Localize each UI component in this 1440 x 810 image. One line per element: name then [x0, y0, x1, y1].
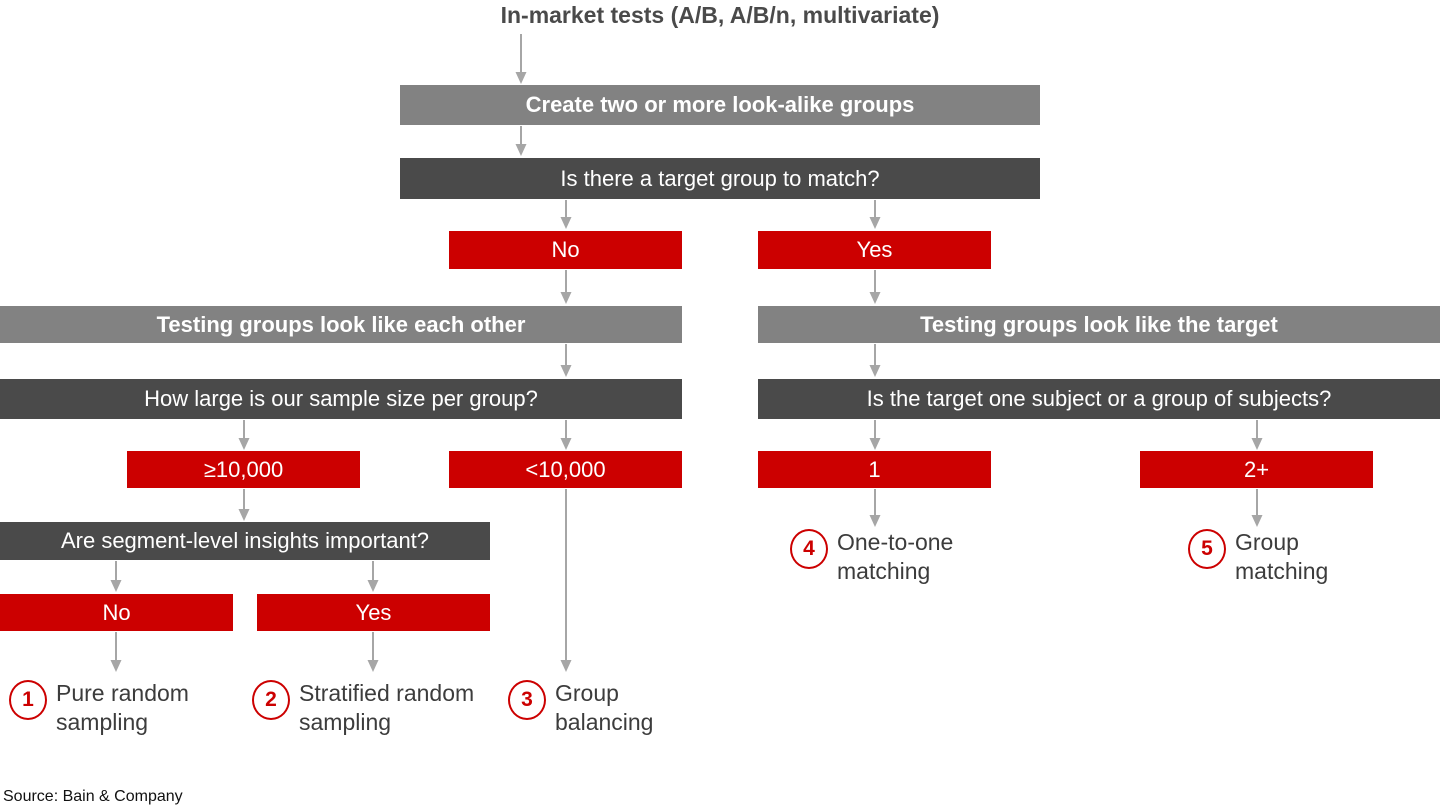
node-target-two-plus[interactable]: 2+: [1140, 451, 1373, 488]
arrow-target-subject-to-one: [868, 420, 882, 452]
arrow-one-to-outcome-4: [868, 489, 882, 529]
arrow-title-to-create-groups: [514, 34, 528, 86]
node-target-one[interactable]: 1: [758, 451, 991, 488]
outcome-number-badge: 1: [9, 680, 47, 720]
page-title: In-market tests (A/B, A/B/n, multivariat…: [500, 2, 940, 28]
arrow-two-plus-to-outcome-5: [1250, 489, 1264, 529]
arrow-no-to-outcome-1: [109, 632, 123, 674]
outcome-number-badge: 4: [790, 529, 828, 569]
arrow-yes-to-look-like-target: [868, 270, 882, 306]
node-create-groups[interactable]: Create two or more look-alike groups: [400, 85, 1040, 125]
arrow-ge-10000-to-segment-insights: [237, 489, 251, 523]
node-answer-no-bottom[interactable]: No: [0, 594, 233, 631]
arrow-sample-size-to-lt-10000: [559, 420, 573, 452]
arrow-look-like-target-to-target-subject: [868, 344, 882, 379]
arrow-segment-insights-to-no: [109, 561, 123, 594]
arrow-lt-10000-to-outcome-3: [559, 489, 573, 674]
node-answer-no-top[interactable]: No: [449, 231, 682, 269]
arrow-no-to-look-like-each-other: [559, 270, 573, 306]
node-segment-insights-question[interactable]: Are segment-level insights important?: [0, 522, 490, 560]
arrow-sample-size-to-ge-10000: [237, 420, 251, 452]
arrow-target-subject-to-two-plus: [1250, 420, 1264, 452]
outcome-3[interactable]: 3 Group balancing: [508, 679, 653, 738]
arrow-look-like-each-other-to-sample-size: [559, 344, 573, 379]
node-sample-ge-10000[interactable]: ≥10,000: [127, 451, 360, 488]
outcome-2[interactable]: 2 Stratified random sampling: [252, 679, 474, 738]
arrow-target-question-to-yes: [868, 200, 882, 231]
arrow-yes-to-outcome-2: [366, 632, 380, 674]
outcome-number-badge: 2: [252, 680, 290, 720]
outcome-label: Pure random sampling: [56, 680, 189, 736]
outcome-5[interactable]: 5 Group matching: [1188, 528, 1328, 587]
node-target-group-question[interactable]: Is there a target group to match?: [400, 158, 1040, 199]
node-target-subject-question[interactable]: Is the target one subject or a group of …: [758, 379, 1440, 419]
outcome-label: Group matching: [1235, 529, 1329, 585]
node-sample-lt-10000[interactable]: <10,000: [449, 451, 682, 488]
outcome-label: Stratified random sampling: [299, 680, 475, 736]
node-answer-yes-top[interactable]: Yes: [758, 231, 991, 269]
arrow-target-question-to-no: [559, 200, 573, 231]
outcome-1[interactable]: 1 Pure random sampling: [9, 679, 189, 738]
node-look-like-each-other[interactable]: Testing groups look like each other: [0, 306, 682, 343]
outcome-label: Group balancing: [555, 680, 654, 736]
outcome-number-badge: 3: [508, 680, 546, 720]
source-note: Source: Bain & Company: [3, 788, 183, 805]
node-answer-yes-bottom[interactable]: Yes: [257, 594, 490, 631]
outcome-label: One-to-one matching: [837, 529, 954, 585]
node-sample-size-question[interactable]: How large is our sample size per group?: [0, 379, 682, 419]
arrow-create-groups-to-target-question: [514, 126, 528, 158]
outcome-number-badge: 5: [1188, 529, 1226, 569]
node-look-like-target[interactable]: Testing groups look like the target: [758, 306, 1440, 343]
arrow-segment-insights-to-yes: [366, 561, 380, 594]
outcome-4[interactable]: 4 One-to-one matching: [790, 528, 953, 587]
